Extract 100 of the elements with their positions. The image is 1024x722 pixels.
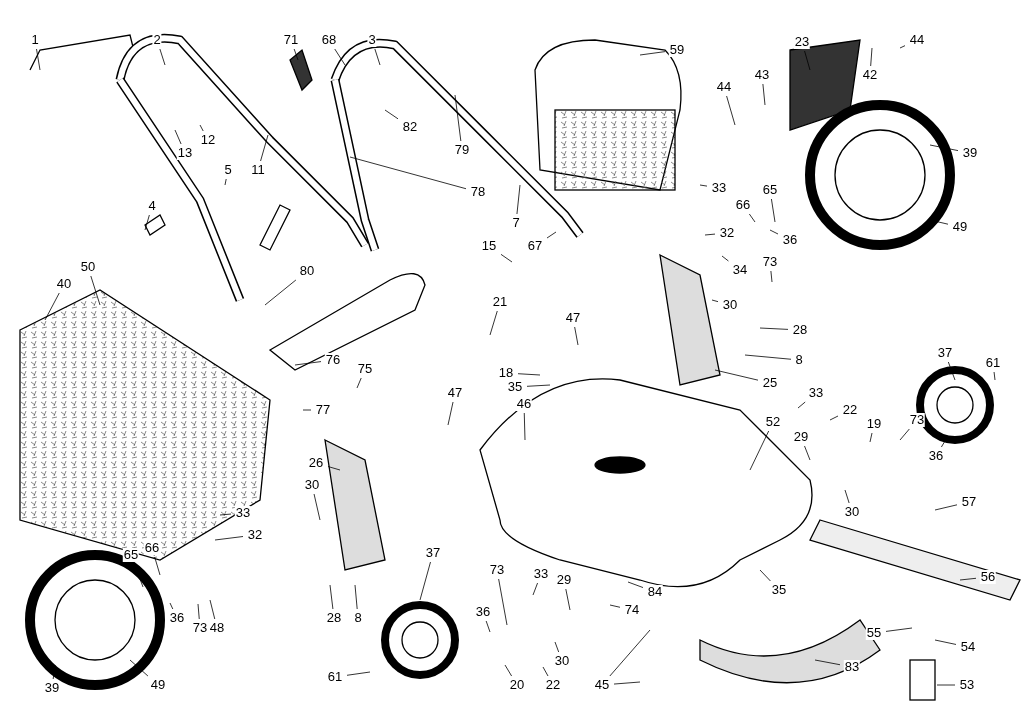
leader-line [844, 489, 850, 504]
callout-number: 74 [623, 603, 641, 617]
leader-line [302, 409, 312, 411]
callout-number: 28 [325, 611, 343, 625]
callout-number: 47 [446, 386, 464, 400]
leader-line [214, 536, 244, 541]
leader-line [260, 134, 269, 162]
leader-line [721, 255, 729, 262]
leader-line [936, 684, 956, 686]
leader-line [726, 95, 736, 126]
leader-line [129, 659, 149, 677]
leader-line [993, 371, 996, 381]
leader-line [346, 671, 371, 676]
callout-number: 42 [861, 68, 879, 82]
leader-line [489, 310, 498, 336]
leader-line [627, 581, 644, 588]
callout-number: 44 [908, 33, 926, 47]
leader-line [613, 681, 641, 685]
callout-number: 61 [984, 356, 1002, 370]
leader-line [313, 493, 321, 521]
leader-line [356, 377, 362, 389]
leader-line [804, 50, 811, 71]
leader-line [771, 198, 776, 223]
leader-line [714, 369, 759, 381]
callout-number: 79 [453, 143, 471, 157]
callout-number: 13 [176, 146, 194, 160]
leader-line [384, 109, 399, 120]
callout-number: 82 [401, 120, 419, 134]
leader-line [748, 213, 756, 223]
leader-line [224, 178, 227, 186]
callout-number: 77 [314, 403, 332, 417]
leader-line [565, 588, 571, 611]
callout-number: 33 [710, 181, 728, 195]
callout-number: 56 [979, 570, 997, 584]
callout-number: 15 [480, 239, 498, 253]
callout-number: 8 [794, 353, 804, 367]
callout-number: 30 [843, 505, 861, 519]
callout-number: 83 [843, 660, 861, 674]
leader-line [419, 561, 431, 601]
leader-line [498, 578, 508, 626]
callout-number: 25 [761, 376, 779, 390]
callout-number: 66 [143, 541, 161, 555]
callout-number: 22 [841, 403, 859, 417]
callout-number: 30 [303, 478, 321, 492]
callout-number: 8 [353, 611, 363, 625]
leader-line [500, 253, 513, 263]
callout-number: 84 [646, 585, 664, 599]
leader-line [293, 48, 299, 61]
callout-number: 46 [515, 397, 533, 411]
callout-number: 29 [555, 573, 573, 587]
callout-number: 52 [764, 415, 782, 429]
callout-number: 44 [715, 80, 733, 94]
leader-line [929, 144, 959, 151]
leader-line [197, 603, 200, 620]
callout-number: 40 [55, 277, 73, 291]
leader-line [264, 279, 297, 306]
leader-line [869, 432, 873, 443]
callout-number: 7 [511, 216, 521, 230]
callout-number: 30 [553, 654, 571, 668]
callout-number: 34 [731, 263, 749, 277]
callout-number: 66 [734, 198, 752, 212]
callout-number: 71 [282, 33, 300, 47]
callout-number: 36 [168, 611, 186, 625]
leader-line [526, 384, 551, 387]
callout-number: 73 [488, 563, 506, 577]
leader-line [759, 327, 789, 330]
leader-line [159, 48, 166, 66]
callout-number: 33 [807, 386, 825, 400]
leader-line [327, 466, 341, 471]
callout-number: 2 [152, 33, 162, 47]
callout-number: 5 [223, 163, 233, 177]
leader-line [899, 428, 910, 441]
leader-line [959, 577, 977, 581]
callout-number: 33 [532, 567, 550, 581]
callout-number: 54 [959, 640, 977, 654]
callout-number: 68 [320, 33, 338, 47]
callout-number: 28 [791, 323, 809, 337]
leader-line [209, 599, 216, 620]
leader-line [797, 401, 806, 409]
leader-line [770, 270, 773, 283]
callout-number: 20 [508, 678, 526, 692]
callout-number: 35 [506, 380, 524, 394]
leader-line [447, 401, 454, 426]
leader-line [454, 94, 462, 142]
leader-line [144, 214, 150, 231]
leader-line [749, 430, 770, 471]
callout-number: 33 [234, 506, 252, 520]
leader-line [744, 354, 792, 360]
leader-line [759, 569, 771, 582]
leader-line [44, 292, 60, 321]
leader-line [814, 659, 841, 666]
callout-number: 61 [326, 670, 344, 684]
leader-line [885, 627, 913, 632]
leader-line [711, 299, 719, 303]
callout-number: 11 [250, 163, 266, 177]
callout-number: 53 [958, 678, 976, 692]
callout-number: 30 [721, 298, 739, 312]
callout-number: 18 [497, 366, 515, 380]
leader-line [899, 45, 906, 49]
leader-line [947, 361, 956, 381]
